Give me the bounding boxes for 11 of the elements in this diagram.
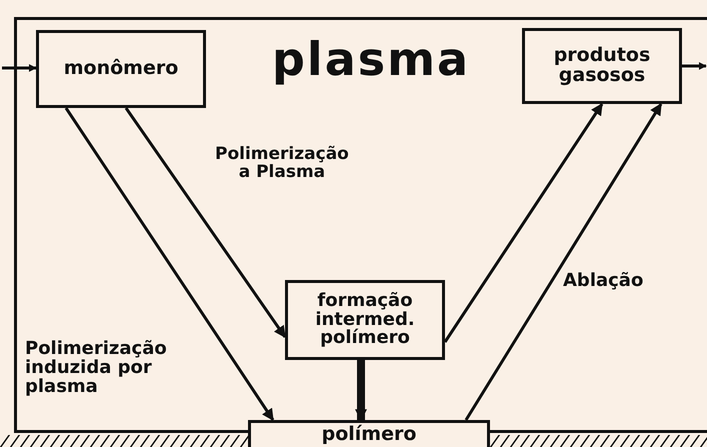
arrow [2,64,37,72]
arrow [444,103,604,343]
process-box: formação intermed. polímero [285,280,445,360]
process-box: polímero [248,420,490,447]
arrow [682,62,707,70]
arrow [464,102,662,421]
process-box: monômero [36,30,206,108]
arrow [124,107,286,338]
process-box: produtos gasosos [522,28,682,104]
arrow [355,360,367,422]
arrow [64,107,274,421]
